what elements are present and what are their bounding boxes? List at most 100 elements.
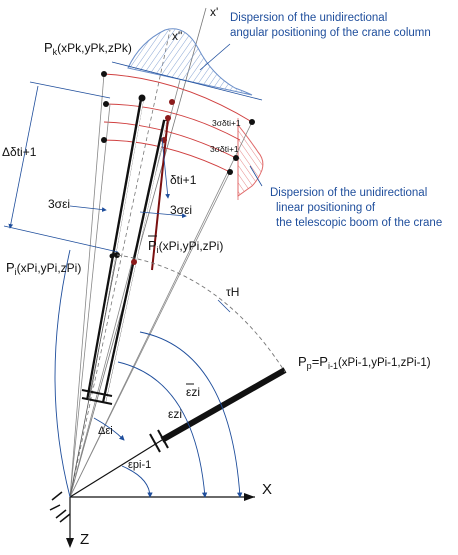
angle-arcs [54, 249, 243, 498]
point-left-2 [103, 101, 109, 107]
point-pi-bar [131, 259, 137, 265]
position-arcs [101, 73, 253, 173]
svg-text:Pi(xPi,yPi,zPi): Pi(xPi,yPi,zPi) [6, 260, 81, 277]
eps-z-bar-label: εzi [186, 385, 200, 399]
svg-text:Pk(xPk,yPk,zPk): Pk(xPk,yPk,zPk) [44, 40, 132, 57]
label-pk: Pk(xPk,yPk,zPk) [44, 40, 132, 57]
point-left-3 [101, 137, 107, 143]
point-pk [138, 94, 146, 102]
boom-c [151, 117, 169, 271]
svg-text:Pi(xPi,yPi,zPi): Pi(xPi,yPi,zPi) [148, 238, 223, 255]
boom-a [86, 97, 144, 401]
pp-sub2: i-1 [328, 361, 338, 371]
svg-text:Pp=Pi-1(xPi-1,yPi-1,zPi-1): Pp=Pi-1(xPi-1,yPi-1,zPi-1) [298, 354, 431, 371]
envelope-left-inner [69, 103, 111, 498]
envelope-left [69, 73, 105, 498]
x-prime-label: x' [210, 5, 218, 19]
three-sigma-left-label: 3σεi [48, 197, 70, 211]
point-mid-1 [165, 115, 171, 121]
pp-sub: p [307, 361, 312, 371]
eps-z-label: εzi [168, 407, 182, 421]
leader-tau [217, 299, 231, 313]
dim-delta-t-big-tick2 [3, 225, 119, 253]
tau-h-arc [116, 254, 286, 373]
arc-eps-pi [121, 465, 153, 498]
three-sigma-dt1-label: 3σδti+1 [212, 118, 241, 128]
hinge-lower [81, 397, 113, 405]
label-pp: Pp=Pi-1(xPi-1,yPi-1,zPi-1) [298, 354, 431, 371]
point-right-3 [227, 169, 233, 175]
base-support [49, 491, 71, 523]
point-right-2 [233, 155, 239, 161]
annotation-angular: Dispersion of the unidirectional angular… [230, 12, 431, 39]
angular-dispersion-area [127, 28, 253, 96]
label-pi: Pi(xPi,yPi,zPi) [6, 260, 81, 277]
pi-bar-main: P [148, 238, 157, 253]
dim-delta-t-big [8, 85, 39, 229]
points [101, 71, 255, 265]
hinge-pp-1 [149, 433, 161, 453]
angular-dispersion-base [111, 61, 263, 101]
delta-t-label: δti+1 [170, 173, 197, 187]
envelope-mid [69, 79, 181, 498]
arc-3 [103, 121, 237, 159]
pi-sub: i [15, 267, 17, 277]
boom-pp-thick [160, 367, 287, 443]
dim-3sigma-left [69, 205, 107, 212]
dim-delta-t [161, 137, 170, 199]
annotation-linear: Dispersion of the unidirectional linear … [270, 187, 442, 229]
arc-big-left [54, 249, 71, 498]
pi-bar-args: (xPi,yPi,zPi) [159, 239, 224, 253]
pi-args: (xPi,yPi,zPi) [17, 261, 82, 275]
dim-3sigma-right [139, 211, 187, 219]
dimension-lines [3, 43, 263, 313]
x-axis-label: X [262, 481, 272, 498]
x-dprime-label: x" [172, 29, 182, 43]
x-axis-arrow [244, 493, 255, 501]
linear-line-2: linear positioning of [276, 202, 376, 214]
z-axis-label: Z [80, 531, 89, 548]
pi-bar-sub: i [157, 245, 159, 255]
label-pi-bar: Pi(xPi,yPi,zPi) [148, 235, 223, 255]
dim-delta-t-big-tick1 [29, 81, 111, 99]
point-mid-left [109, 253, 115, 259]
angular-line-2: angular positioning of the crane column [230, 27, 431, 39]
point-right-1 [249, 119, 255, 125]
booms [69, 97, 287, 498]
leader-linear [249, 165, 263, 187]
z-axis-arrow [66, 538, 74, 548]
line-to-pi [69, 254, 118, 498]
boom-a-inner [88, 98, 144, 401]
arc-eps-z [117, 361, 208, 498]
delta-eps-label: Δεi [98, 425, 113, 437]
angular-dispersion [111, 28, 263, 101]
pp-main: P [298, 354, 307, 369]
point-mid-2 [169, 99, 175, 105]
pp-args: (xPi-1,yPi-1,zPi-1) [338, 357, 431, 369]
pk-args: (xPk,yPk,zPk) [57, 41, 132, 55]
pk-sub: k [53, 47, 58, 57]
boom-pp [69, 439, 163, 498]
three-sigma-dt2-label: 3σδti+1 [210, 144, 239, 154]
linear-dispersion-area [237, 123, 264, 197]
pp-eq: =P [312, 354, 328, 369]
pk-main: P [44, 40, 53, 55]
arc-outer [103, 73, 253, 123]
tau-label: τH [226, 285, 239, 299]
linear-dispersion [237, 118, 264, 200]
boom-envelope [69, 73, 253, 498]
pi-main: P [6, 260, 15, 275]
arc-eps-z-bar [139, 331, 243, 498]
linear-line-1: Dispersion of the unidirectional [270, 187, 427, 199]
point-top-left [101, 71, 107, 77]
x-dprime-axis [69, 29, 171, 498]
delta-t-big-label: Δδti+1 [2, 145, 37, 159]
leader-angular [199, 43, 231, 71]
hinge-pp-2 [157, 429, 169, 449]
arc-delta-eps [93, 417, 125, 441]
linear-line-3: the telescopic boom of the crane [276, 217, 442, 229]
eps-pi-label: εpi-1 [128, 459, 151, 471]
angular-line-1: Dispersion of the unidirectional [230, 12, 387, 24]
